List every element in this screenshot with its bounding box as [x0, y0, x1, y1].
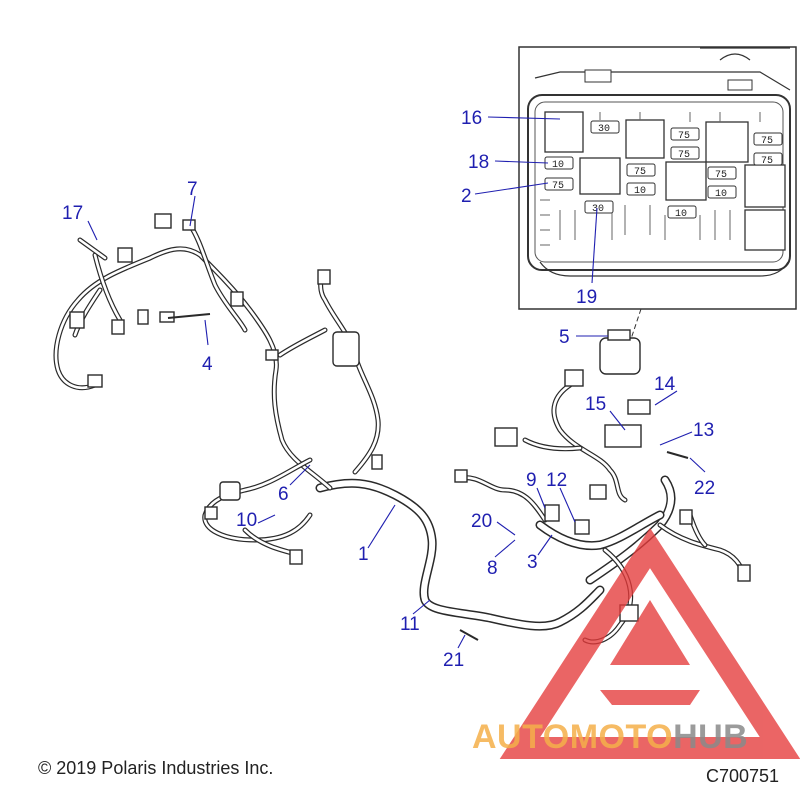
connector-icon [371, 454, 383, 470]
connector-icon [137, 309, 149, 325]
svg-text:10: 10 [715, 189, 727, 200]
connector-icon [69, 311, 85, 329]
watermark-logo [499, 527, 800, 759]
watermark-text-part2: HUB [673, 718, 749, 756]
leader-lines [87, 116, 706, 649]
callout-18: 18 [468, 152, 489, 173]
fuse-box-inset: 30 75 75 75 75 10 75 75 75 10 10 [518, 46, 797, 346]
connector-icon [265, 349, 279, 361]
fuse-30-bottom: 30 [584, 200, 614, 215]
clip-21-icon [459, 629, 479, 641]
svg-text:10: 10 [634, 186, 646, 197]
callout-5: 5 [559, 327, 570, 348]
connector-icon [111, 319, 125, 335]
front-harness [53, 213, 383, 565]
callout-2: 2 [461, 186, 472, 207]
watermark-text: AUTOMOTOHUB [472, 718, 748, 757]
fuse-10: 10 [626, 182, 656, 197]
connector-icon [204, 506, 218, 520]
connector-block-icon [332, 331, 360, 367]
fuse-group: 30 75 75 75 75 10 75 75 75 10 10 [544, 120, 783, 220]
fuse-75-left: 75 [544, 177, 574, 192]
callout-9: 9 [526, 470, 537, 491]
main-harness [315, 475, 676, 631]
connector-icon [737, 564, 751, 582]
connector-icon [454, 469, 468, 483]
callout-8: 8 [487, 558, 498, 579]
connector-icon [230, 291, 244, 307]
fuse-75: 75 [753, 152, 783, 167]
callout-22: 22 [694, 478, 715, 499]
connector-icon [589, 484, 607, 500]
connector-icon [87, 374, 103, 388]
callout-14: 14 [654, 374, 676, 395]
connector-icon [154, 213, 172, 229]
fuse-75: 75 [670, 127, 700, 142]
fuse-75: 75 [670, 146, 700, 161]
connector-icon [289, 549, 303, 565]
svg-text:75: 75 [678, 131, 690, 142]
fuse-10: 10 [667, 205, 697, 220]
fuse-75: 75 [707, 166, 737, 181]
callout-6: 6 [278, 484, 289, 505]
connector-icon [564, 369, 584, 387]
callout-19: 19 [576, 287, 597, 308]
fuse-30-top: 30 [590, 120, 620, 135]
callout-15: 15 [585, 394, 606, 415]
callout-11: 11 [400, 614, 420, 635]
callout-21: 21 [443, 650, 464, 671]
rear-harness [454, 329, 751, 645]
svg-text:75: 75 [552, 181, 564, 192]
ecu-module-icon [599, 337, 641, 375]
callout-3: 3 [527, 552, 538, 573]
callout-10: 10 [236, 510, 257, 531]
svg-text:30: 30 [592, 204, 604, 215]
fuse-10-left: 10 [544, 156, 574, 171]
callout-12: 12 [546, 470, 567, 491]
callout-16: 16 [461, 108, 482, 129]
connector-icon [182, 219, 196, 231]
clip-22-icon [666, 451, 689, 459]
callout-20: 20 [471, 511, 492, 532]
callout-4: 4 [202, 354, 213, 375]
svg-text:30: 30 [598, 124, 610, 135]
connector-icon [219, 481, 241, 501]
svg-text:75: 75 [678, 150, 690, 161]
connector-icon [117, 247, 133, 263]
svg-text:75: 75 [761, 136, 773, 147]
callout-labels: 1 2 3 4 5 6 7 8 9 10 11 12 13 14 15 16 1… [62, 108, 715, 671]
svg-text:10: 10 [552, 160, 564, 171]
callout-7: 7 [187, 179, 198, 200]
fuse-box-icon [604, 424, 642, 448]
svg-text:75: 75 [634, 167, 646, 178]
label-5-icon [607, 329, 631, 341]
connector-icon [317, 269, 331, 285]
svg-text:75: 75 [761, 156, 773, 167]
callout-17: 17 [62, 203, 83, 224]
connector-icon [679, 509, 693, 525]
fuse-10: 10 [707, 185, 737, 200]
relay-icon [627, 399, 651, 415]
figure-code: C700751 [706, 766, 780, 786]
fuse-75: 75 [626, 163, 656, 178]
connector-icon [494, 427, 518, 447]
svg-text:75: 75 [715, 170, 727, 181]
sensor-4 [167, 313, 211, 319]
fuse-75: 75 [753, 132, 783, 147]
svg-text:10: 10 [675, 209, 687, 220]
connector-icon [574, 519, 590, 535]
callout-1: 1 [358, 544, 369, 565]
watermark-text-part1: AUTOMOTO [472, 718, 674, 756]
connector-icon [544, 504, 560, 522]
copyright-notice: © 2019 Polaris Industries Inc. [38, 758, 274, 778]
callout-13: 13 [693, 420, 714, 441]
